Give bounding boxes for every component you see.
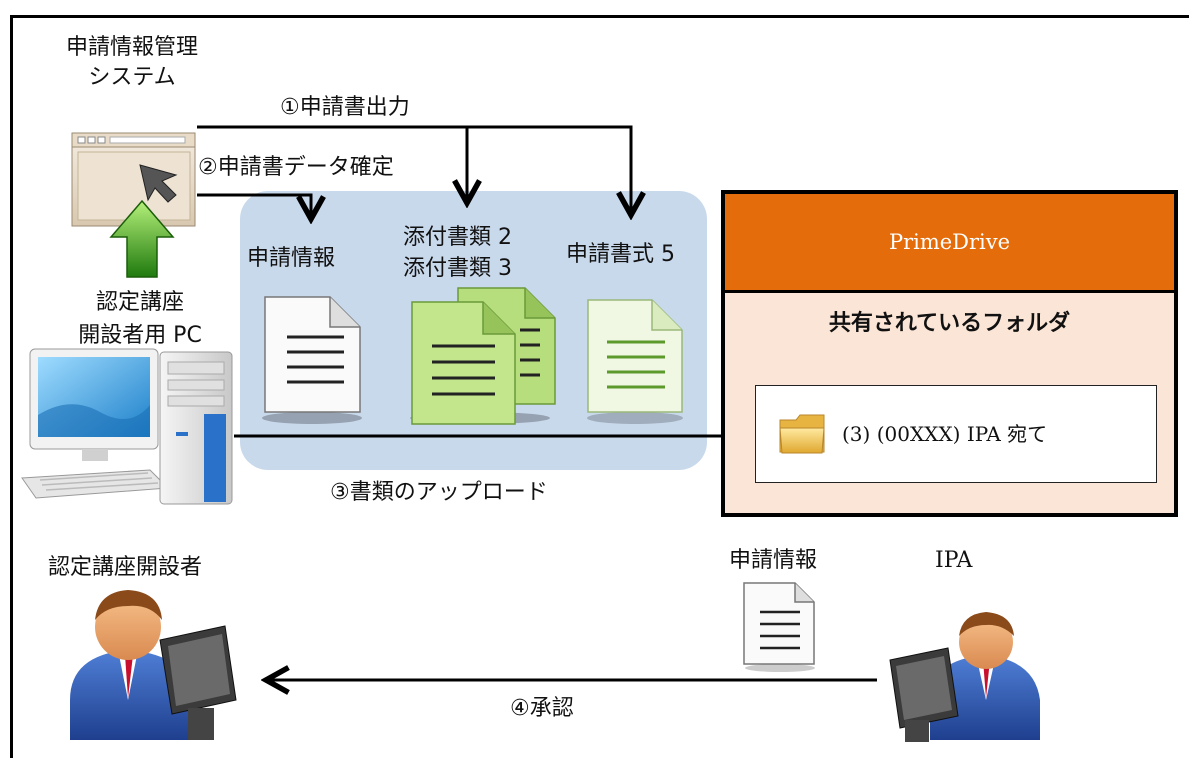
outer-frame bbox=[10, 15, 1189, 758]
primedrive-panel: PrimeDrive 共有されているフォルダ (3) (00XXX) IPA 宛… bbox=[721, 190, 1178, 517]
pc-label-line2: 開設者用 PC bbox=[78, 323, 202, 348]
opener-label: 認定講座開設者 bbox=[48, 555, 203, 580]
shared-folder-heading: 共有されているフォルダ bbox=[828, 311, 1071, 336]
doc-form-label: 申請書式 5 bbox=[566, 242, 675, 267]
ipa-label: IPA bbox=[935, 548, 973, 573]
pc-label: 認定講座 開設者用 PC bbox=[40, 286, 240, 352]
opener-user-icon bbox=[70, 590, 237, 740]
folder-item[interactable]: (3) (00XXX) IPA 宛て bbox=[755, 385, 1157, 483]
doc-info-label: 申請情報 bbox=[247, 246, 336, 271]
ipa-user-icon bbox=[889, 612, 1040, 742]
folder-label: (3) (00XXX) IPA 宛て bbox=[842, 422, 1048, 446]
document-icon-attachments bbox=[410, 287, 556, 425]
step-upload-label: ③書類のアップロード bbox=[330, 480, 548, 505]
primedrive-title: PrimeDrive bbox=[725, 194, 1174, 293]
green-up-arrow-icon bbox=[109, 199, 175, 278]
ipa-document-icon bbox=[743, 582, 815, 672]
system-title: 申請情報管理 システム bbox=[42, 33, 222, 93]
doc-attach-line2: 添付書類 3 bbox=[403, 256, 512, 281]
arrow-confirm bbox=[197, 193, 311, 219]
doc-attach-label: 添付書類 2 添付書類 3 bbox=[403, 222, 512, 284]
arrow-output-1 bbox=[197, 125, 631, 215]
step-confirm-label: ②申請書データ確定 bbox=[198, 155, 394, 180]
system-title-line2: システム bbox=[88, 65, 176, 90]
step-output-label: ①申請書出力 bbox=[280, 95, 410, 120]
ipa-doc-label: 申請情報 bbox=[729, 548, 818, 573]
doc-attach-line1: 添付書類 2 bbox=[403, 225, 512, 250]
folder-icon bbox=[779, 414, 825, 454]
pc-label-line1: 認定講座 bbox=[95, 290, 184, 315]
step-approve-label: ④承認 bbox=[510, 696, 574, 721]
document-icon-form bbox=[587, 299, 683, 424]
document-icon-info bbox=[262, 296, 362, 424]
system-title-line1: 申請情報管理 bbox=[65, 35, 198, 60]
desktop-pc-icon bbox=[21, 348, 233, 505]
